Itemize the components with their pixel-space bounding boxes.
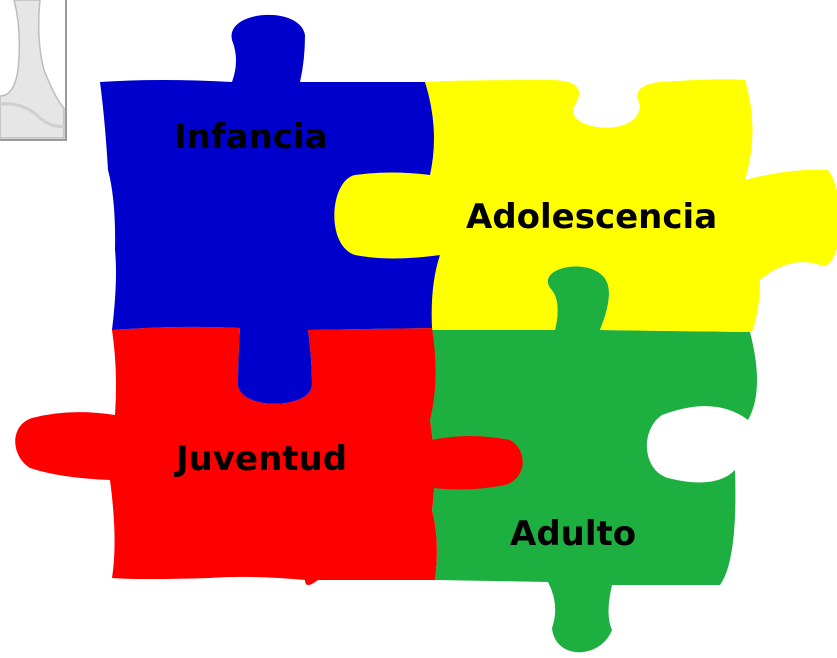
puzzle-piece-infancia <box>100 14 440 404</box>
puzzle-piece-juventud <box>15 326 523 585</box>
label-infancia: Infancia <box>174 117 328 157</box>
label-adulto: Adulto <box>510 514 637 554</box>
boot-icon <box>0 0 67 141</box>
puzzle-piece-adolescencia <box>334 79 837 332</box>
label-juventud: Juventud <box>176 439 348 479</box>
label-adolescencia: Adolescencia <box>466 197 718 237</box>
puzzle-piece-adulto <box>430 266 758 653</box>
